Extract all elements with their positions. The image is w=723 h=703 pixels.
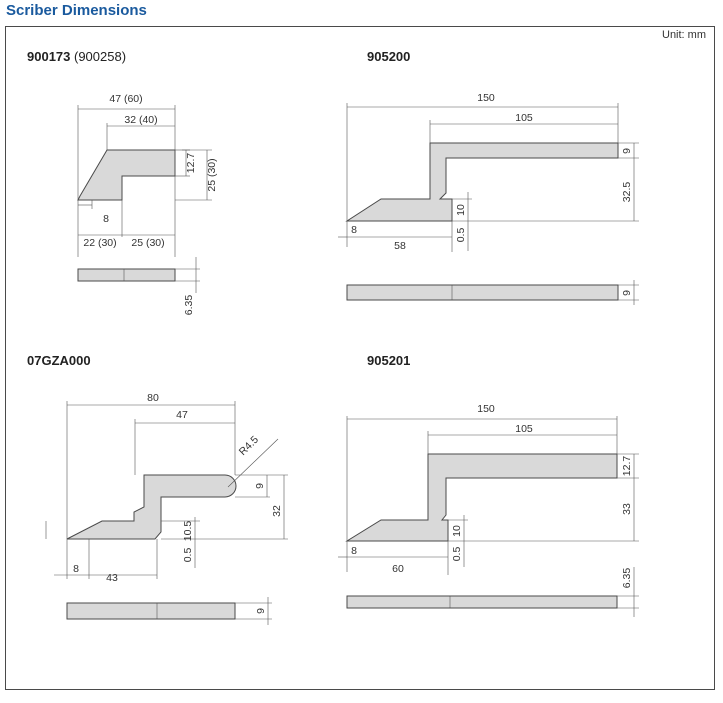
dim-edge: 0.5	[455, 228, 467, 243]
dim-tip: 8	[73, 563, 79, 575]
dim-foot-thickness: 10.5	[182, 521, 194, 542]
dim-height: 33	[621, 503, 633, 515]
dim-top-length: 32 (40)	[124, 114, 157, 126]
dim-base: 60	[392, 563, 404, 575]
dim-radius: R4.5	[237, 434, 261, 458]
part-905200-drawing: 150 105 8 58 9 32.5 10 0.5 9	[338, 92, 639, 305]
drawings-svg: 47 (60) 32 (40) 8 22 (30) 25 (30) 12.7 2…	[45, 92, 639, 625]
dim-thickness: 12.7	[185, 153, 197, 174]
dim-length: 47 (60)	[109, 93, 142, 105]
dim-edge: 0.5	[182, 548, 194, 563]
dim-length: 150	[477, 403, 495, 415]
part-title-905201: 905201	[367, 353, 411, 368]
drawing-frame: Unit: mm 900173 (900258) 905200 07GZA000…	[5, 26, 715, 690]
dim-tip: 8	[103, 213, 109, 225]
dim-thickness: 12.7	[621, 456, 633, 477]
dim-base: 58	[394, 240, 406, 252]
dim-foot-thickness: 10	[455, 204, 467, 216]
dim-width: 9	[621, 290, 633, 296]
scriber-side-view	[77, 149, 176, 201]
dim-top-length: 105	[515, 423, 533, 435]
scriber-top-view	[346, 595, 618, 609]
dim-width: 9	[255, 608, 267, 614]
part-title-07gza000: 07GZA000	[27, 353, 91, 368]
part-code: 900173	[27, 49, 71, 64]
part-title-905200: 905200	[367, 49, 411, 64]
unit-label: Unit: mm	[662, 29, 706, 41]
scriber-side-view	[66, 474, 237, 540]
part-07gza000-drawing: 80 47 R4.5 9 32 10.5 0.5 8 43 9	[45, 392, 288, 625]
dim-base: 43	[106, 572, 118, 584]
part-code-alt: (900258)	[70, 49, 127, 64]
dim-height: 25 (30)	[206, 158, 218, 191]
dim-top-length: 47	[176, 409, 188, 421]
dim-height: 32	[271, 505, 283, 517]
dim-tip: 8	[351, 545, 357, 557]
dim-width: 6.35	[621, 568, 633, 589]
dim-thickness: 9	[621, 148, 633, 154]
dim-length: 80	[147, 392, 159, 404]
dim-base-2: 25 (30)	[131, 237, 164, 249]
part-905201-drawing: 150 105 8 60 12.7 33 10 0.5 6.35	[338, 403, 639, 617]
scriber-side-view	[345, 142, 619, 222]
scriber-top-view	[66, 602, 236, 620]
dim-thickness: 9	[254, 483, 266, 489]
part-900173-drawing: 47 (60) 32 (40) 8 22 (30) 25 (30) 12.7 2…	[77, 93, 218, 316]
dim-foot-thickness: 10	[451, 525, 463, 537]
scriber-top-view	[77, 268, 176, 282]
dim-edge: 0.5	[451, 547, 463, 562]
part-title-900173: 900173 (900258)	[27, 49, 126, 64]
dim-height: 32.5	[621, 182, 633, 203]
dim-tip: 8	[351, 224, 357, 236]
dim-width: 6.35	[183, 295, 195, 316]
scriber-top-view	[346, 284, 619, 301]
scriber-side-view	[345, 453, 618, 542]
dim-base-1: 22 (30)	[83, 237, 116, 249]
page-title: Scriber Dimensions	[6, 2, 147, 19]
dim-length: 150	[477, 92, 495, 104]
dim-top-length: 105	[515, 112, 533, 124]
